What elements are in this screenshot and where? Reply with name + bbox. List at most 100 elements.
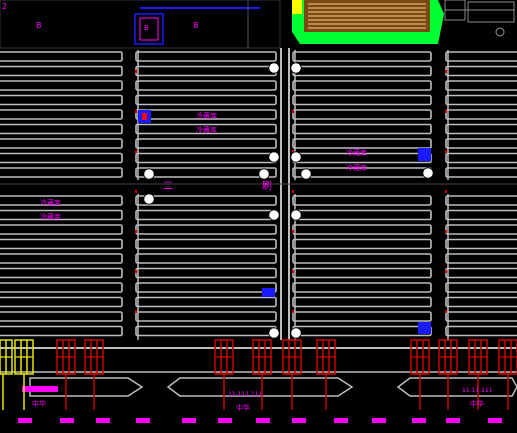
lane-bay <box>292 282 432 293</box>
lane-tag-6: 冷藏库 <box>40 212 61 221</box>
lane-bay <box>0 311 123 322</box>
lane-bay <box>135 167 277 178</box>
lane-tag-2: 冷藏库 <box>196 125 217 134</box>
lane-bay <box>292 195 432 206</box>
lane-bay <box>292 311 432 322</box>
header-label-b: B <box>144 24 149 32</box>
lane-bay <box>135 123 277 135</box>
lane-tick <box>135 270 137 273</box>
mid-caption-bottom: 中华 <box>236 403 250 412</box>
lane-bay <box>0 80 123 91</box>
lane-bay <box>0 253 123 264</box>
lane-bay <box>0 94 123 106</box>
lane-bay <box>445 325 517 337</box>
lane-bay <box>445 109 517 120</box>
lane-bay <box>445 224 517 235</box>
column-node <box>143 168 155 180</box>
lane-bay <box>292 224 432 235</box>
lane-bay <box>292 296 432 308</box>
lane-bay <box>135 296 277 308</box>
lane-bay <box>135 138 277 149</box>
lane-bay <box>135 224 277 235</box>
lane-bay <box>135 209 277 221</box>
column-node <box>268 327 280 339</box>
lane-bay <box>0 138 123 149</box>
lane-tick <box>135 230 137 233</box>
lane-bay <box>135 253 277 264</box>
lane-bay <box>445 51 517 62</box>
lane-bay <box>135 152 277 164</box>
bottom-labels: 中华 11.111.111 中华 11.11.111 中华 <box>32 387 493 412</box>
lane-bay <box>0 224 123 235</box>
lane-tick <box>445 70 447 73</box>
lane-tick <box>292 230 294 233</box>
lane-bay <box>135 267 277 279</box>
lane-bay <box>445 138 517 149</box>
lane-bay <box>135 80 277 91</box>
lane-bay <box>135 51 277 62</box>
header-label-c: B <box>193 21 199 30</box>
lane-bay <box>445 209 517 221</box>
ground-dash <box>372 418 386 423</box>
lane-tick <box>445 190 447 193</box>
lane-bay <box>445 267 517 279</box>
lane-bay <box>292 325 432 337</box>
lane-tick <box>292 190 294 193</box>
lane-tick <box>445 150 447 153</box>
lane-tick <box>445 270 447 273</box>
ground-dash <box>292 418 306 423</box>
lane-bay <box>445 195 517 206</box>
ground-dash <box>256 418 270 423</box>
column-node <box>290 62 302 74</box>
ground-dash <box>334 418 348 423</box>
ground-dash <box>18 418 32 423</box>
lane-tick <box>292 270 294 273</box>
lane-bay <box>445 311 517 322</box>
lane-tick <box>135 190 137 193</box>
lane-bay <box>0 267 123 279</box>
ground-dash <box>182 418 196 423</box>
aisle-dividers <box>0 48 517 340</box>
column-node <box>290 151 302 163</box>
lane-bay <box>292 267 432 279</box>
lane-bay <box>292 51 432 62</box>
lane-markers <box>138 110 431 334</box>
lane-bay <box>445 167 517 178</box>
ground-markers <box>18 418 502 423</box>
lane-tick <box>135 70 137 73</box>
lane-tag-5: 冷藏库 <box>40 198 61 207</box>
lane-bay <box>292 238 432 250</box>
lane-bay <box>135 65 277 77</box>
header-label-a: B <box>36 21 42 30</box>
left-caption: 中华 <box>32 399 46 408</box>
column-node <box>290 327 302 339</box>
lane-bay <box>135 282 277 293</box>
lane-bay <box>292 138 432 149</box>
lane-tag-1: 冷藏库 <box>196 111 217 120</box>
lane-tick <box>445 110 447 113</box>
lane-tick <box>292 150 294 153</box>
lane-bay <box>445 253 517 264</box>
column-node <box>290 209 302 221</box>
lane-bay <box>445 152 517 164</box>
right-caption-top: 11.11.111 <box>462 387 493 394</box>
lane-bay <box>445 80 517 91</box>
lane-tick <box>292 110 294 113</box>
lane-bay <box>0 195 123 206</box>
column-node <box>258 168 270 180</box>
lane-bay <box>0 65 123 77</box>
column-node <box>268 151 280 163</box>
lane-bay <box>445 123 517 135</box>
right-caption-bottom: 中华 <box>470 399 484 408</box>
lane-bay <box>0 152 123 164</box>
ground-dash <box>218 418 232 423</box>
lane-bay <box>0 296 123 308</box>
lane-tick <box>135 310 137 313</box>
lane-tag-4: 冷藏库 <box>346 163 367 172</box>
lane-bay <box>0 325 123 337</box>
corner-label: 2 <box>2 2 7 11</box>
lane-bay <box>292 209 432 221</box>
lane-bay <box>135 109 277 120</box>
lane-bay <box>135 238 277 250</box>
